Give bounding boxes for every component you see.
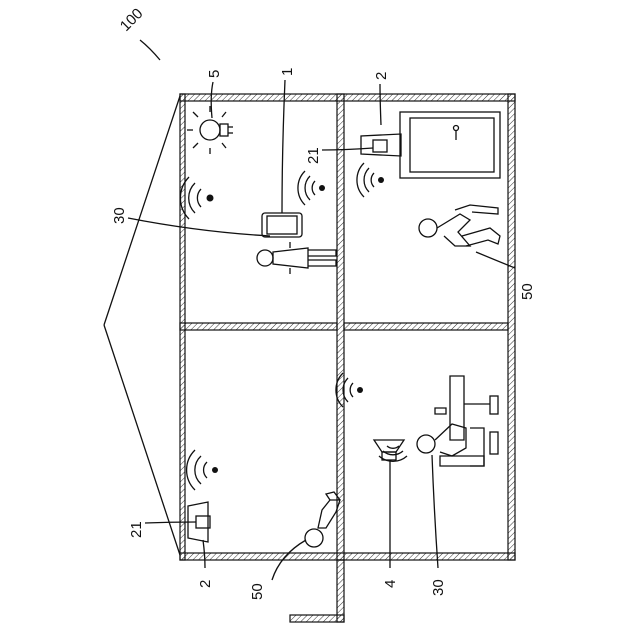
person-figure-bottom-left [305,492,340,547]
label-2-bottom: 2 [197,580,214,588]
wifi-icon-bath [357,163,384,197]
label-50-bottom: 50 [249,583,266,600]
bulb-icon [187,106,233,154]
label-2-top: 2 [373,72,390,80]
smartphone-icon [262,213,302,237]
person-figure-top [257,242,336,274]
wifi-icon-speaker [379,446,407,461]
house-walls [180,94,515,622]
wifi-icon-phone [298,171,325,205]
label-21-top: 21 [305,147,322,164]
camera-device-top [361,134,401,156]
table-and-chairs [435,376,498,466]
label-30-top: 30 [111,207,128,224]
label-30-bottom: 30 [430,579,447,596]
label-1: 1 [279,68,296,76]
label-50-right: 50 [519,283,536,300]
leader-lines [128,40,515,580]
person-figure-bath [419,205,500,246]
roof [104,96,180,555]
label-21-bottom: 21 [128,521,145,538]
wifi-icon-bottom-left [187,450,218,490]
speaker-icon [374,440,404,460]
bathtub [400,112,500,178]
label-4: 4 [382,580,399,588]
label-5: 5 [206,70,223,78]
label-100: 100 [117,5,147,35]
